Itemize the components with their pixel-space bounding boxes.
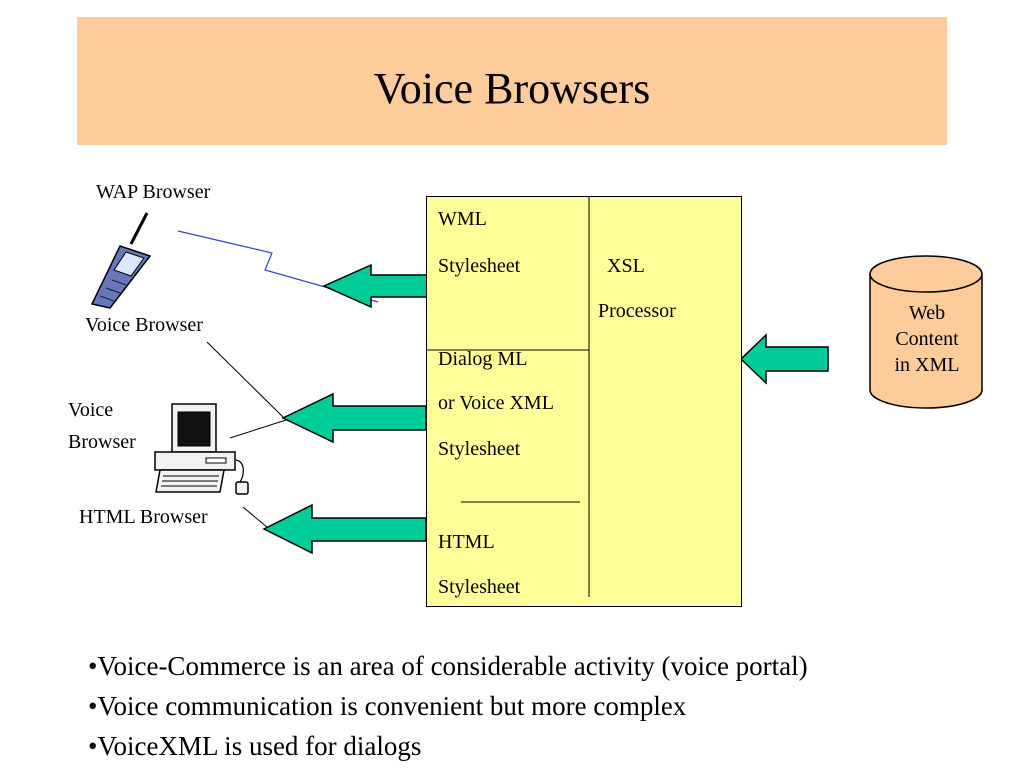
html-browser-label: HTML Browser <box>79 506 208 528</box>
bullet-list: •Voice-Commerce is an area of considerab… <box>88 646 808 766</box>
title-banner: Voice Browsers <box>77 17 947 145</box>
pc-connector <box>229 419 287 439</box>
xsl-label: XSL <box>607 255 645 277</box>
pc-voice-label: Voice <box>68 399 114 421</box>
mobile-phone-icon <box>90 212 152 309</box>
dialog-ml-label: Dialog ML <box>438 348 528 370</box>
slide-title: Voice Browsers <box>373 64 651 113</box>
wml-label: WML <box>438 208 487 230</box>
arrow-from-web-content <box>739 333 829 385</box>
bullet-item: •VoiceXML is used for dialogs <box>88 731 422 761</box>
wml-stylesheet-label: Stylesheet <box>438 255 521 277</box>
arrow-to-voice-browser <box>281 392 427 444</box>
html-stylesheet-label: Stylesheet <box>438 576 521 598</box>
pc-browser-label: Browser <box>68 431 136 453</box>
bullet-item: •Voice communication is convenient but m… <box>88 691 687 721</box>
web-content-line-3: in XML <box>894 354 960 376</box>
xsl-processor-box: WML Stylesheet Dialog ML or Voice XML St… <box>426 196 742 607</box>
bullet-item: •Voice-Commerce is an area of considerab… <box>88 651 808 681</box>
web-content-line-1: Web <box>908 302 946 324</box>
arrow-to-wap-browser <box>322 263 437 309</box>
web-content-cylinder <box>869 255 983 409</box>
xsl-processor-label: Processor <box>598 300 676 322</box>
voice-browser-label: Voice Browser <box>85 314 203 336</box>
desktop-computer-icon <box>154 403 249 495</box>
arrow-to-html-browser <box>262 503 427 555</box>
wireless-signal-line <box>177 230 379 303</box>
voice-browser-connector <box>206 341 285 419</box>
web-content-label: Web Content in XML <box>872 300 982 378</box>
html-label: HTML <box>438 531 495 553</box>
voice-xml-label: or Voice XML <box>438 392 554 414</box>
processor-dividers <box>427 197 590 597</box>
wap-browser-label: WAP Browser <box>96 181 211 203</box>
html-browser-connector <box>242 506 269 529</box>
dialog-stylesheet-label: Stylesheet <box>438 438 521 460</box>
web-content-line-2: Content <box>895 328 959 350</box>
